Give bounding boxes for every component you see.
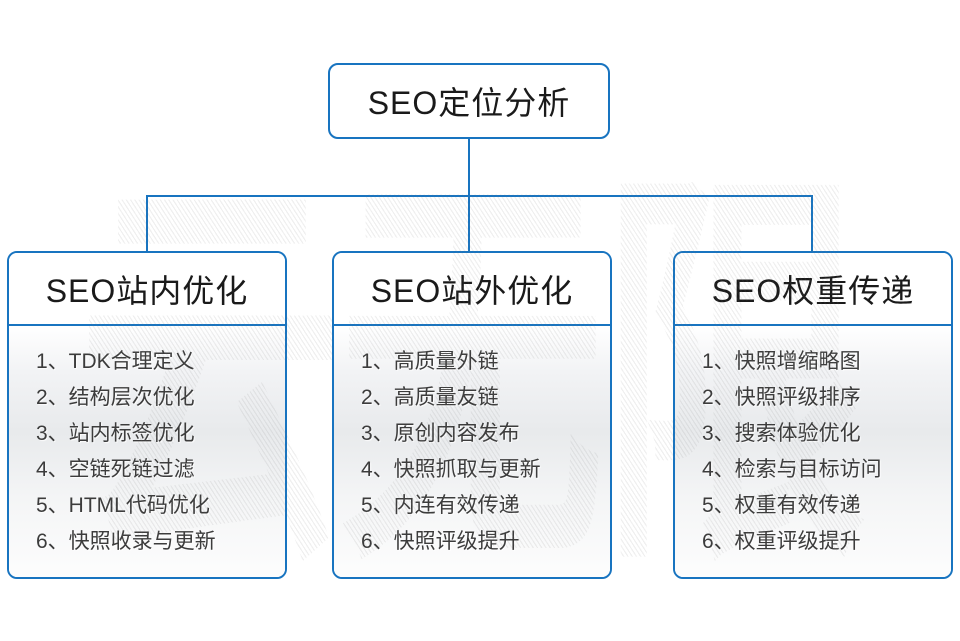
root-node-label: SEO定位分析 xyxy=(367,85,571,121)
list-item: 1、快照增缩略图 xyxy=(702,350,861,373)
panel-onsite-title: SEO站内优化 xyxy=(9,253,285,326)
list-item: 2、快照评级排序 xyxy=(702,386,861,409)
panel-weight-transfer: SEO权重传递 1、快照增缩略图 2、快照评级排序 3、搜索体验优化 4、检索与… xyxy=(673,251,953,579)
connector-horizontal xyxy=(146,195,813,197)
list-item: 5、HTML代码优化 xyxy=(36,494,210,517)
list-item: 6、权重评级提升 xyxy=(702,530,861,553)
list-item: 2、高质量友链 xyxy=(361,386,499,409)
list-item: 4、检索与目标访问 xyxy=(702,458,882,481)
panel-weight-title: SEO权重传递 xyxy=(675,253,951,326)
connector-left-vertical xyxy=(146,197,148,252)
list-item: 6、快照收录与更新 xyxy=(36,530,216,553)
panel-offsite-optimization: SEO站外优化 1、高质量外链 2、高质量友链 3、原创内容发布 4、快照抓取与… xyxy=(332,251,612,579)
root-node-seo-positioning-analysis: SEO定位分析 xyxy=(328,63,610,139)
list-item: 3、站内标签优化 xyxy=(36,422,195,445)
panel-weight-list: 1、快照增缩略图 2、快照评级排序 3、搜索体验优化 4、检索与目标访问 5、权… xyxy=(675,326,951,577)
panel-offsite-list: 1、高质量外链 2、高质量友链 3、原创内容发布 4、快照抓取与更新 5、内连有… xyxy=(334,326,610,577)
list-item: 3、搜索体验优化 xyxy=(702,422,861,445)
panel-onsite-list: 1、TDK合理定义 2、结构层次优化 3、站内标签优化 4、空链死链过滤 5、H… xyxy=(9,326,285,577)
panel-onsite-optimization: SEO站内优化 1、TDK合理定义 2、结构层次优化 3、站内标签优化 4、空链… xyxy=(7,251,287,579)
list-item: 5、内连有效传递 xyxy=(361,494,520,517)
list-item: 1、高质量外链 xyxy=(361,350,499,373)
connector-right-vertical xyxy=(811,197,813,251)
list-item: 4、快照抓取与更新 xyxy=(361,458,541,481)
list-item: 5、权重有效传递 xyxy=(702,494,861,517)
list-item: 2、结构层次优化 xyxy=(36,386,195,409)
list-item: 6、快照评级提升 xyxy=(361,530,520,553)
panel-offsite-title: SEO站外优化 xyxy=(334,253,610,326)
list-item: 3、原创内容发布 xyxy=(361,422,520,445)
list-item: 1、TDK合理定义 xyxy=(36,350,195,373)
list-item: 4、空链死链过滤 xyxy=(36,458,195,481)
